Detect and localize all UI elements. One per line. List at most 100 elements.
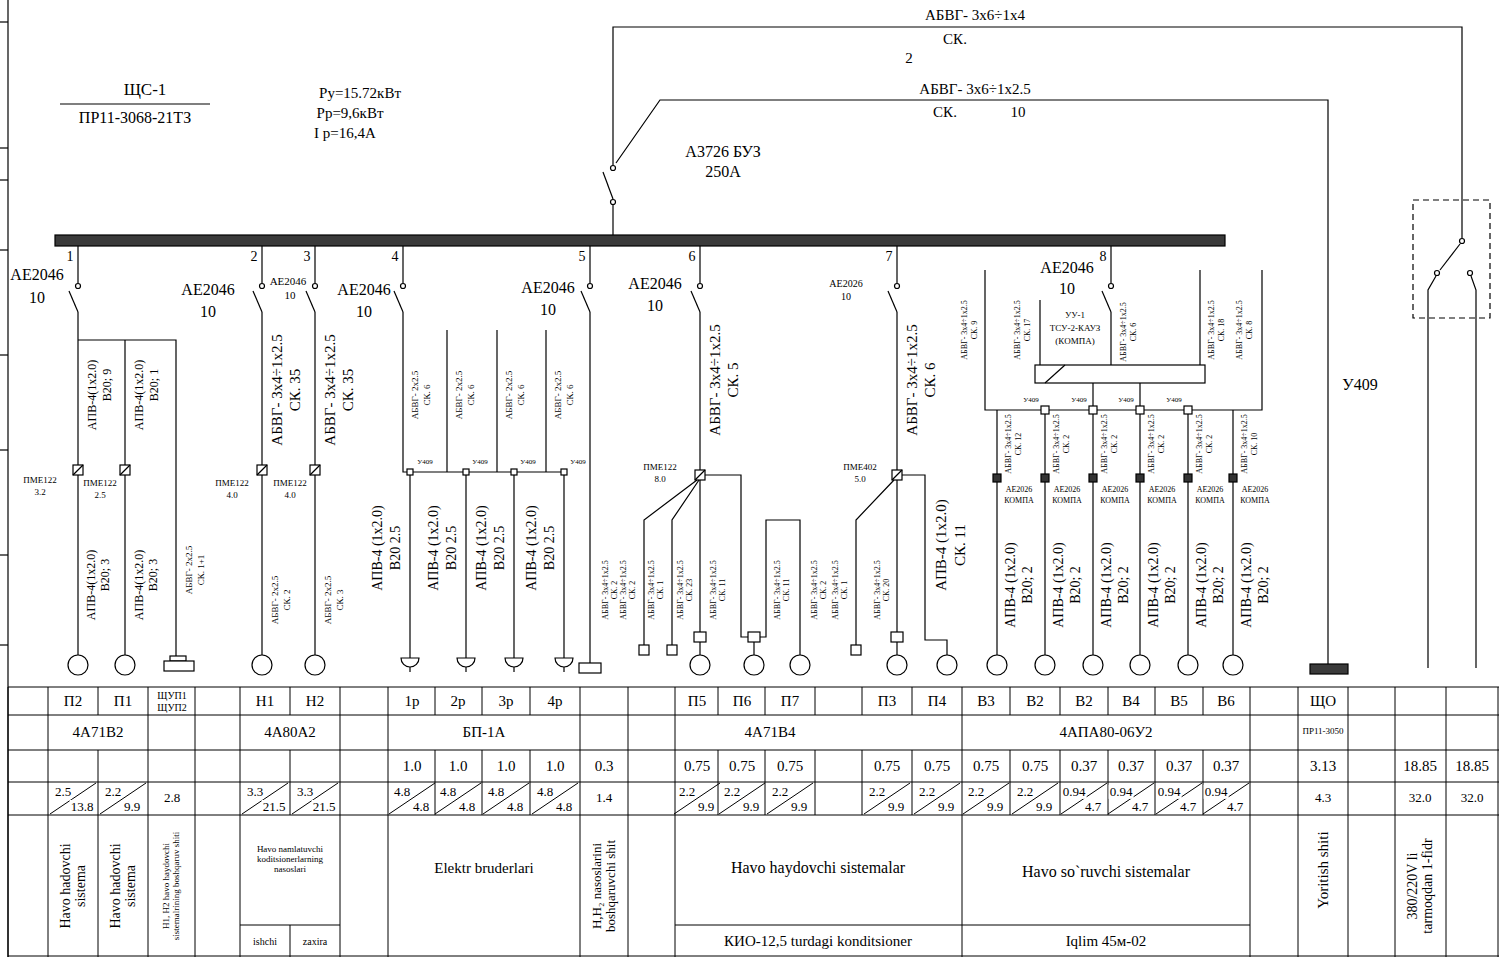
wire	[465, 475, 466, 658]
diagram-label: 0.75	[873, 758, 901, 775]
motor-symbol	[744, 655, 764, 675]
junction-box	[1136, 406, 1144, 414]
table-line	[340, 750, 341, 815]
diagram-label: КИО-12,5 turdagi konditsioner	[723, 933, 913, 950]
diagram-label: 5.0	[853, 475, 866, 485]
diagram-label: 10	[199, 303, 217, 321]
diagram-label: АЕ2026	[1005, 486, 1034, 495]
motor-symbol	[1035, 655, 1055, 675]
diagram-label: 1.0	[448, 758, 469, 775]
controller-box	[1045, 365, 1065, 383]
diagram-label: АБВГ- 3х4÷1х2.5	[832, 559, 841, 620]
diagram-label: Н1	[255, 693, 275, 710]
diagram-label: В20; 2	[1020, 565, 1035, 605]
diagram-label: ПМЕ402	[842, 463, 878, 473]
wire	[753, 642, 754, 655]
table-diagonal	[1156, 783, 1202, 814]
control-panel-symbol	[579, 663, 601, 673]
table-line	[1298, 815, 1299, 957]
breaker-blade	[253, 291, 262, 312]
diagram-label: АПВ-4(1х2.0)	[85, 549, 98, 621]
diagram-label: АПВ-4 (1х2.0)	[524, 504, 539, 592]
breaker-symbol	[993, 474, 1001, 482]
diagram-label: (КОМПА)	[1054, 337, 1095, 347]
wire	[1092, 410, 1093, 655]
diagram-label: У409	[1070, 397, 1087, 405]
diagram-label: П6	[732, 693, 752, 710]
table-line	[1250, 687, 1251, 715]
diagram-label: 9.9	[697, 800, 715, 814]
junction-box	[1089, 406, 1097, 414]
diagram-label: СК. 2	[1158, 434, 1167, 455]
breaker-blade	[394, 291, 403, 312]
wire	[1110, 312, 1111, 365]
diagram-label: 21.5	[312, 800, 337, 814]
diagram-label: H1, H2 havo haydovchi sistemalrining bos…	[162, 825, 182, 947]
table-line	[48, 815, 49, 957]
diagram-label: У409	[569, 459, 586, 467]
diagram-label: СК. 2	[611, 580, 620, 601]
wire	[1039, 300, 1040, 365]
table-line	[962, 687, 963, 715]
diagram-label: 0.94	[1109, 785, 1134, 799]
diagram-label: 4.7	[1131, 800, 1149, 814]
diagram-label: 3.3	[296, 785, 314, 799]
diagram-label: 2.5	[54, 785, 72, 799]
diagram-label: АБВГ- 3х4÷1х2.5	[1014, 299, 1023, 360]
table-diagonal	[100, 783, 146, 814]
table-line	[148, 815, 149, 957]
wire	[403, 312, 564, 472]
diagram-label: 1.4	[595, 791, 613, 805]
diagram-label: СК. 11	[719, 578, 728, 602]
diagram-label: 3.2	[33, 488, 46, 498]
contact-dot	[895, 284, 900, 289]
diagram-label: АЕ2046	[180, 281, 235, 299]
diagram-label: АБВГ- 2х2.5	[324, 575, 334, 625]
junction-box	[1184, 406, 1192, 414]
starter-symbol	[120, 465, 130, 475]
diagram-label: АБВГ- 3х4÷1х2.5	[677, 559, 686, 620]
diagram-label: КОМПА	[1239, 497, 1271, 506]
table-line	[8, 956, 1499, 957]
wire	[985, 270, 1262, 410]
table-line	[1446, 750, 1447, 815]
starter-symbol	[73, 465, 83, 475]
diagram-label: 4.8	[439, 785, 457, 799]
junction-box	[891, 632, 903, 642]
diagram-label: 5	[578, 249, 587, 264]
breaker-blade	[581, 291, 590, 312]
table-line	[1348, 750, 1349, 815]
diagram-label: 0.37	[1165, 758, 1193, 775]
diagram-label: В20; 1	[148, 368, 161, 402]
diagram-label: 32.0	[1408, 791, 1433, 805]
junction-box	[511, 469, 517, 475]
contact-dot	[611, 200, 616, 205]
wire	[402, 246, 403, 283]
table-line	[98, 815, 99, 957]
diagram-label: СК. 20	[883, 578, 892, 603]
diagram-label: АПВ-4 (1х2.0)	[1099, 541, 1114, 629]
diagram-label: 1.0	[496, 758, 517, 775]
wire	[446, 330, 447, 472]
table-line	[530, 687, 531, 715]
table-line	[718, 687, 719, 715]
table-line	[8, 815, 1499, 816]
diagram-label: zaxira	[302, 936, 328, 947]
diagram-label: АБВГ- 3х4÷1х2.5	[904, 323, 921, 436]
table-line	[290, 687, 291, 715]
diagram-label: 0.75	[923, 758, 951, 775]
table-line	[148, 750, 149, 815]
diagram-label: Н2	[305, 693, 325, 710]
diagram-label: В20; 2	[1211, 565, 1226, 605]
bruder-symbol	[457, 658, 475, 667]
diagram-label: АЕ2026	[1101, 486, 1130, 495]
wire	[589, 246, 590, 283]
table-line	[1348, 687, 1349, 715]
diagram-label: У409	[471, 459, 488, 467]
diagram-label: В2	[1074, 693, 1094, 710]
bruder-symbol	[555, 658, 573, 667]
table-line	[962, 715, 963, 750]
diagram-label: АБВГ- 3х4÷1х2.5	[602, 559, 611, 620]
switch-blade	[1440, 244, 1460, 270]
bruder-symbol	[401, 658, 419, 667]
